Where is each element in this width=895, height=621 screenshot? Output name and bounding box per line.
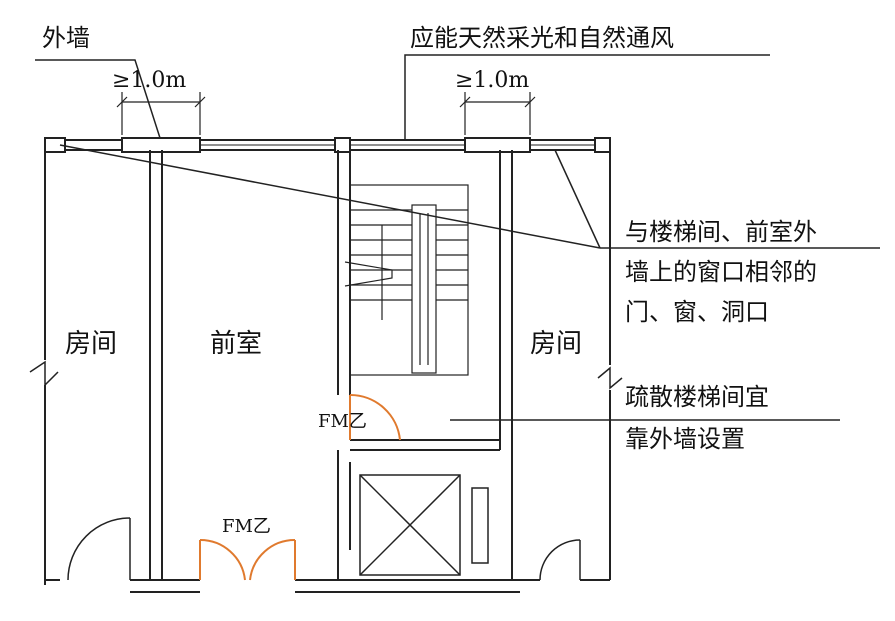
room-left-label: 房间 (65, 329, 117, 359)
stair-location-line-2: 靠外墙设置 (625, 425, 745, 453)
stair-flights (344, 184, 469, 376)
elevator (359, 474, 489, 576)
fire-door-upper (349, 393, 401, 441)
adjacent-openings-line-1: 与楼梯间、前室外 (625, 218, 817, 246)
leader-lines (35, 54, 880, 421)
natural-light-label: 应能天然采光和自然通风 (410, 24, 674, 52)
outer-wall (44, 137, 611, 153)
stair-location-line-1: 疏散楼梯间宜 (625, 383, 769, 411)
adjacent-openings-line-3: 门、窗、洞口 (625, 298, 769, 326)
fire-door-upper-label: FM乙 (318, 411, 367, 432)
dimension-right-label: ≥1.0m (455, 68, 529, 93)
fire-door-lower (199, 538, 296, 581)
bottom-wall (45, 579, 610, 593)
dimension-left (116, 92, 206, 135)
room-right-label: 房间 (530, 329, 582, 359)
right-boundary (597, 150, 623, 580)
outer-wall-label: 外墙 (42, 24, 90, 52)
anteroom-label: 前室 (210, 329, 262, 359)
adjacent-openings-line-2: 墙上的窗口相邻的 (625, 258, 817, 286)
dimension-left-label: ≥1.0m (112, 68, 186, 93)
room-doors (67, 517, 581, 581)
left-boundary (29, 150, 59, 585)
partition-wall-left (149, 150, 163, 580)
dimension-right (459, 92, 536, 135)
fire-door-lower-label: FM乙 (222, 516, 271, 537)
